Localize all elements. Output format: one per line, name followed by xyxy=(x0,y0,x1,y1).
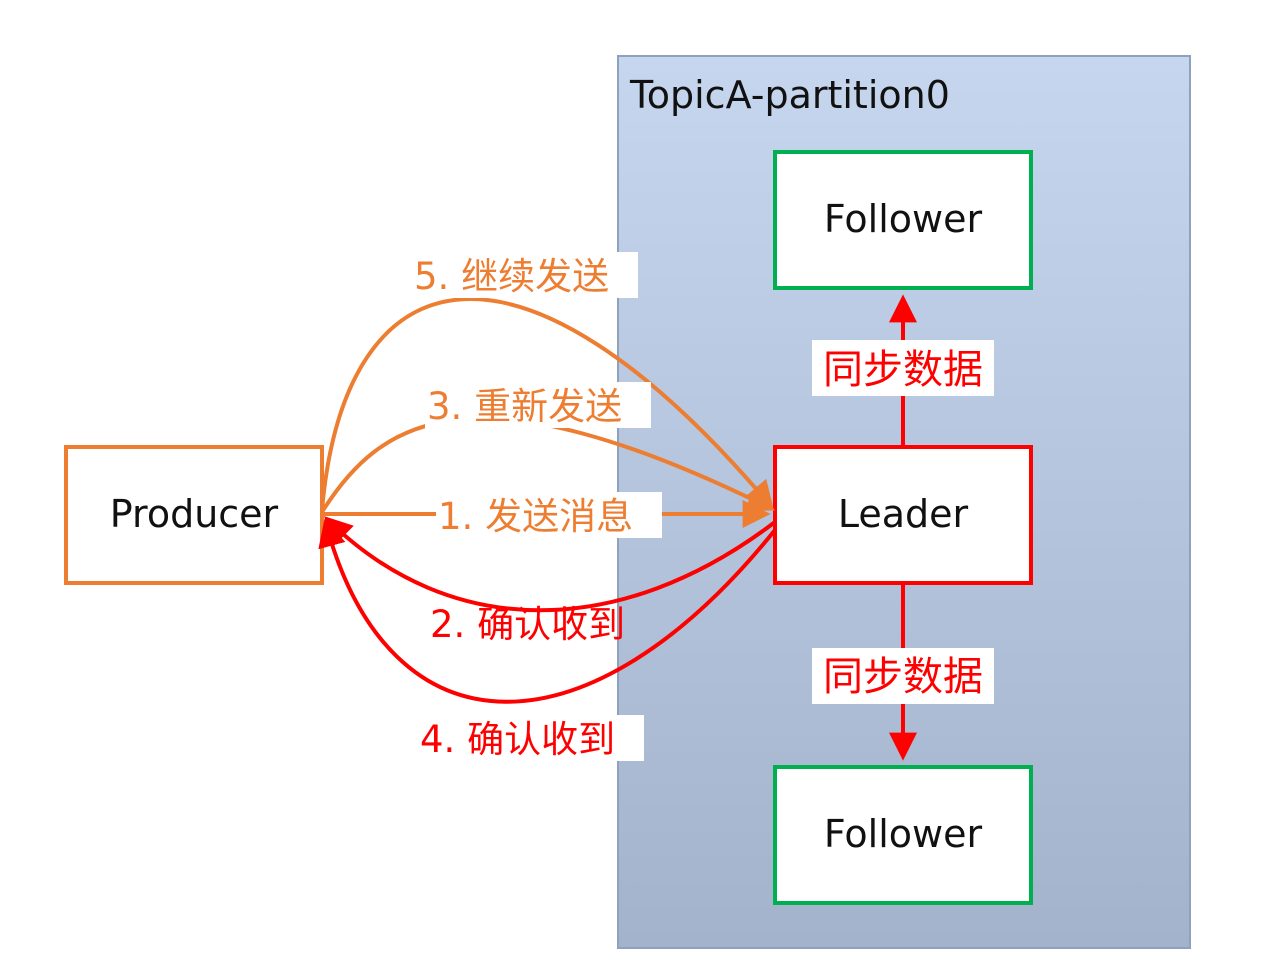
producer-node: Producer xyxy=(64,445,324,585)
sync-bottom-label: 同步数据 xyxy=(823,654,983,700)
resend-label-bg xyxy=(425,382,651,428)
ack-2-label: 4. 确认收到 xyxy=(420,718,615,761)
leader-node: Leader xyxy=(773,445,1033,585)
leader-label: Leader xyxy=(838,492,969,536)
sync-top-label-bg xyxy=(812,340,994,396)
follower-top-label: Follower xyxy=(824,197,983,241)
edge-ack-2 xyxy=(318,518,777,704)
resend-label: 3. 重新发送 xyxy=(427,385,622,428)
sync-bottom-label-bg xyxy=(812,648,994,704)
ack-2-label-bg xyxy=(418,715,644,761)
continue-send-label: 5. 继续发送 xyxy=(414,255,609,298)
follower-bottom-label: Follower xyxy=(824,812,983,856)
edge-ack-1 xyxy=(324,516,777,613)
follower-bottom-node: Follower xyxy=(773,765,1033,905)
sync-top-label: 同步数据 xyxy=(823,347,983,393)
continue-send-label-bg xyxy=(412,252,638,298)
send-message-label-bg xyxy=(436,492,662,538)
send-message-label: 1. 发送消息 xyxy=(438,495,633,538)
producer-label: Producer xyxy=(110,492,279,536)
edge-continue-send xyxy=(320,297,774,511)
partition-title: TopicA-partition0 xyxy=(629,73,950,117)
follower-top-node: Follower xyxy=(773,150,1033,290)
ack-1-label: 2. 确认收到 xyxy=(430,603,625,646)
